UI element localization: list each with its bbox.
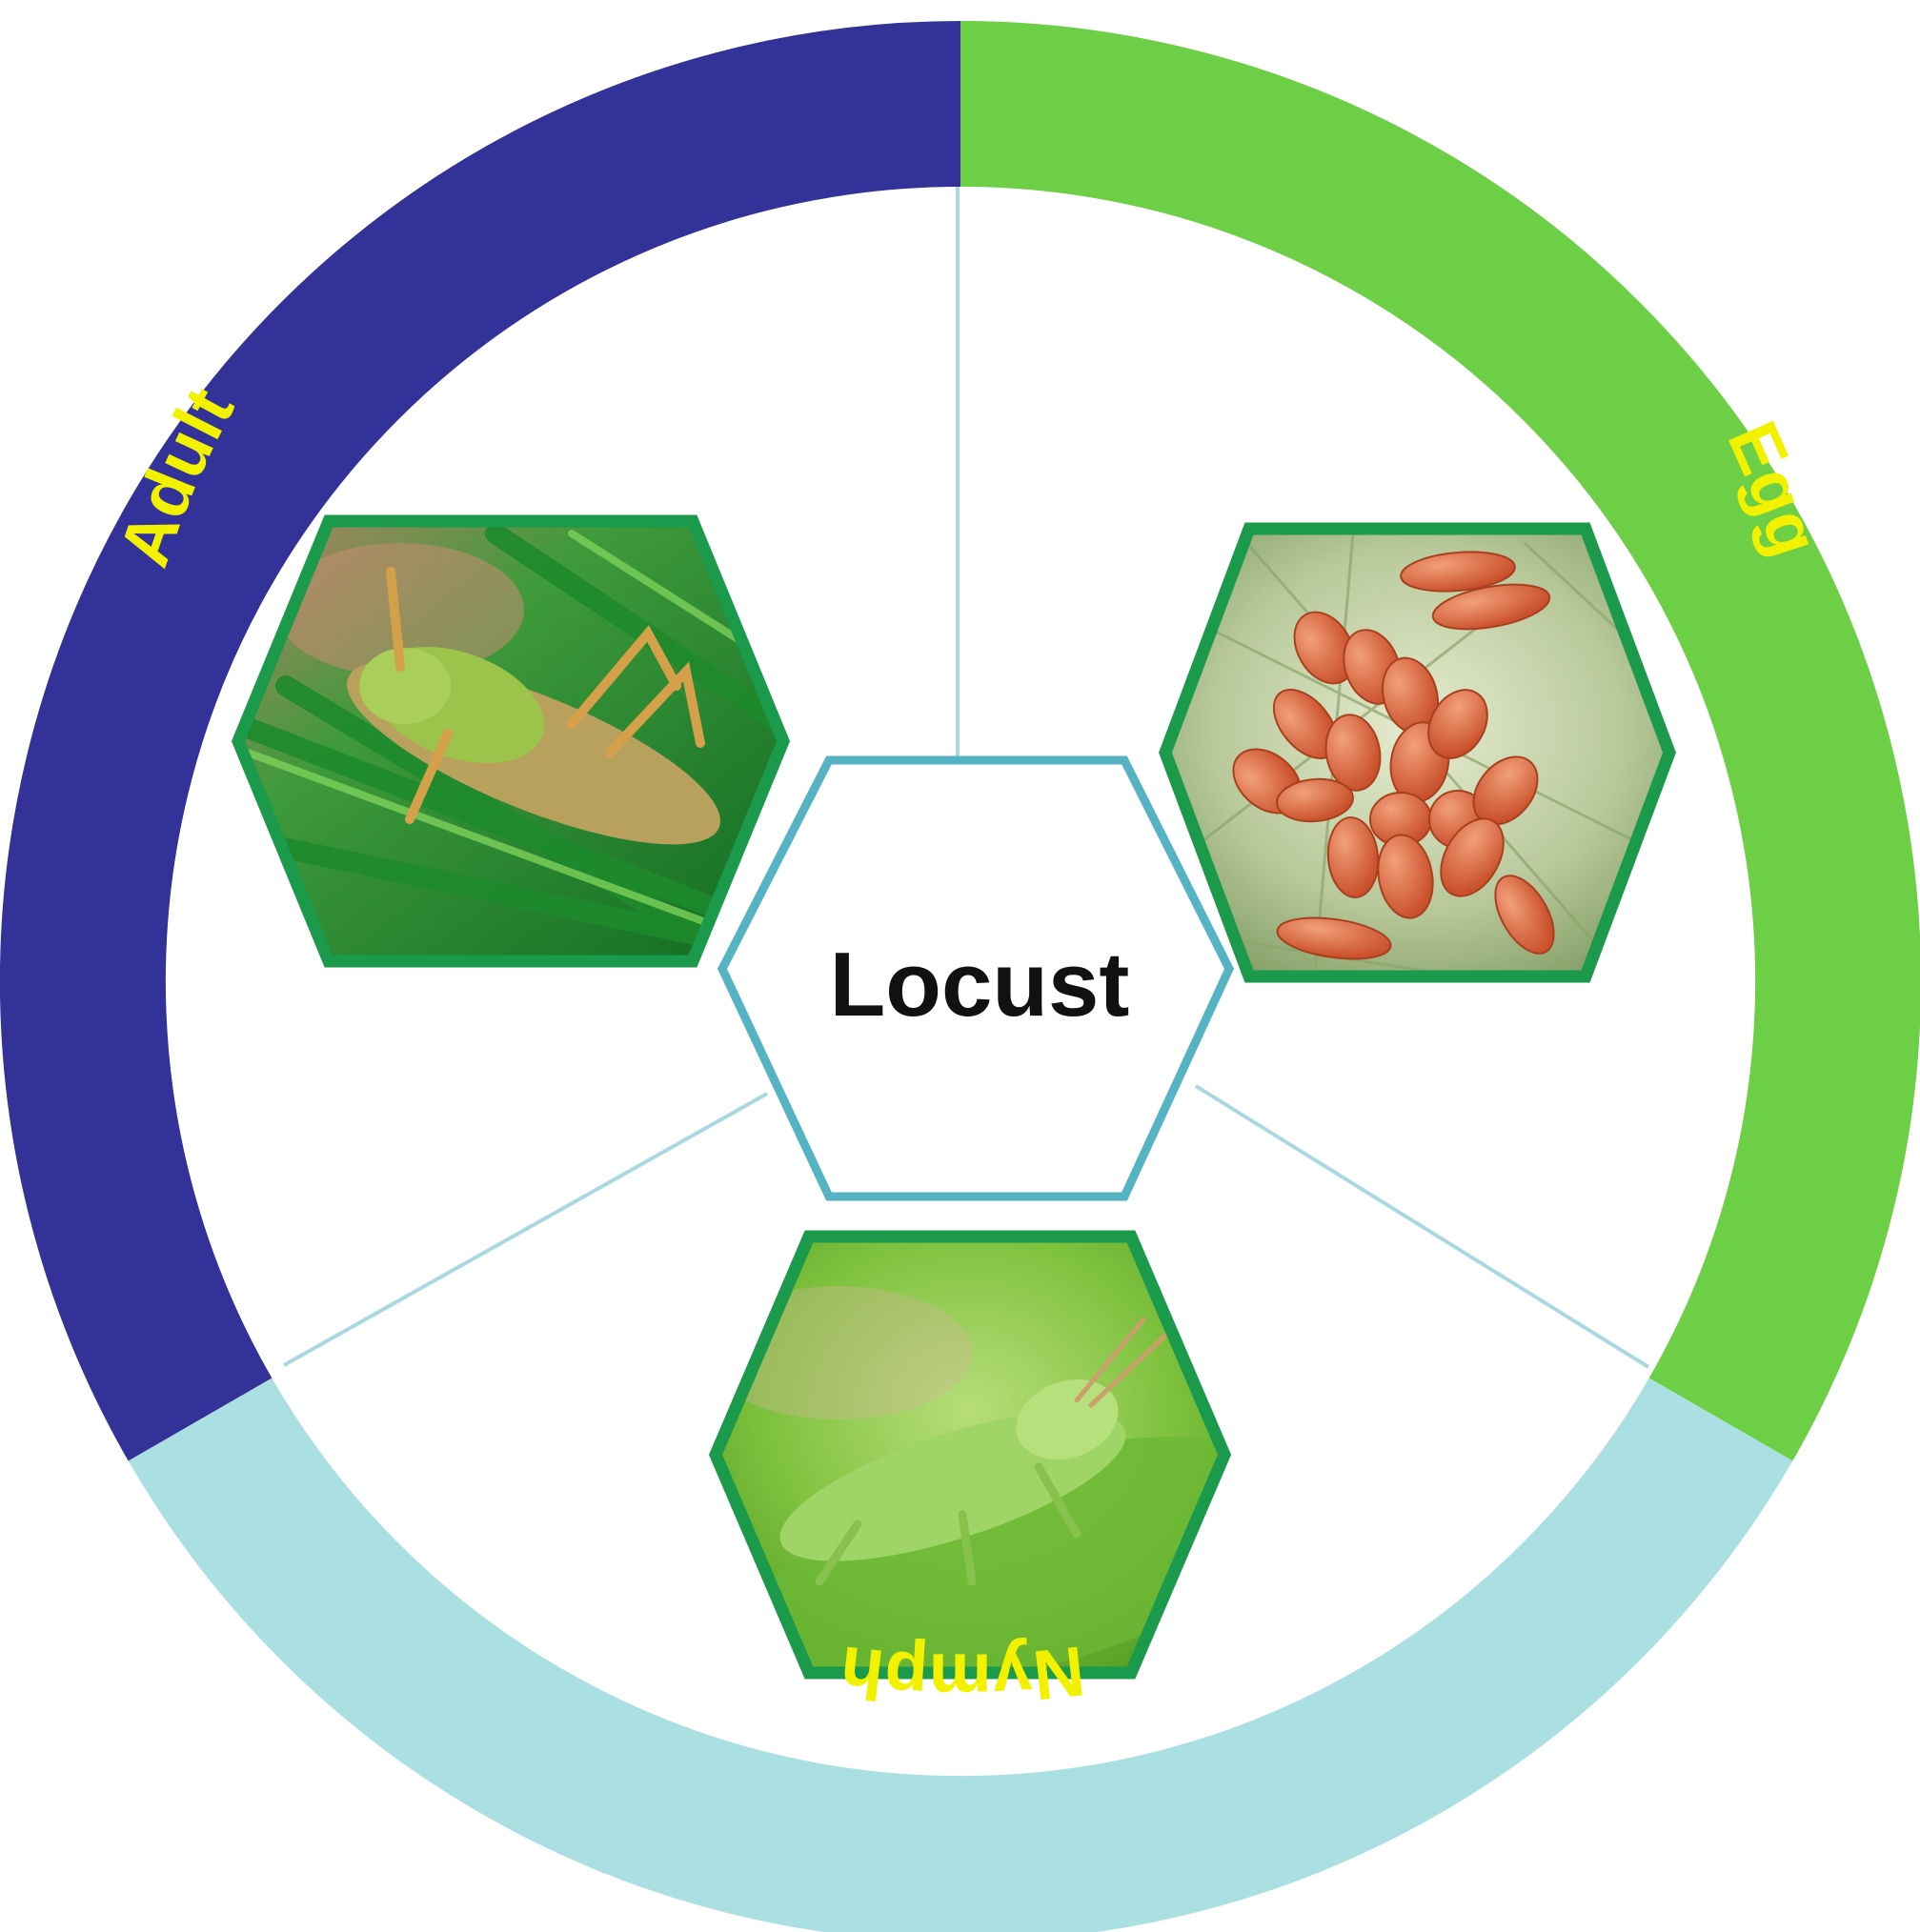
spoke-right [1194, 1084, 1650, 1369]
nymph-ring-segment [128, 1378, 1793, 1932]
egg-ring-segment [960, 21, 1920, 1461]
life-cycle-ring [0, 21, 1920, 1932]
egg-photo [1159, 522, 1676, 983]
spoke-left [283, 1092, 768, 1367]
adult-photo [231, 514, 791, 968]
nymph-label: Nymph [836, 1631, 1088, 1718]
spokes [283, 187, 1650, 1369]
nymph-photo [708, 1230, 1232, 1680]
center-hexagon [717, 755, 1234, 1201]
adult-ring-segment [0, 21, 961, 1461]
center-label: Locust [830, 934, 1130, 1036]
